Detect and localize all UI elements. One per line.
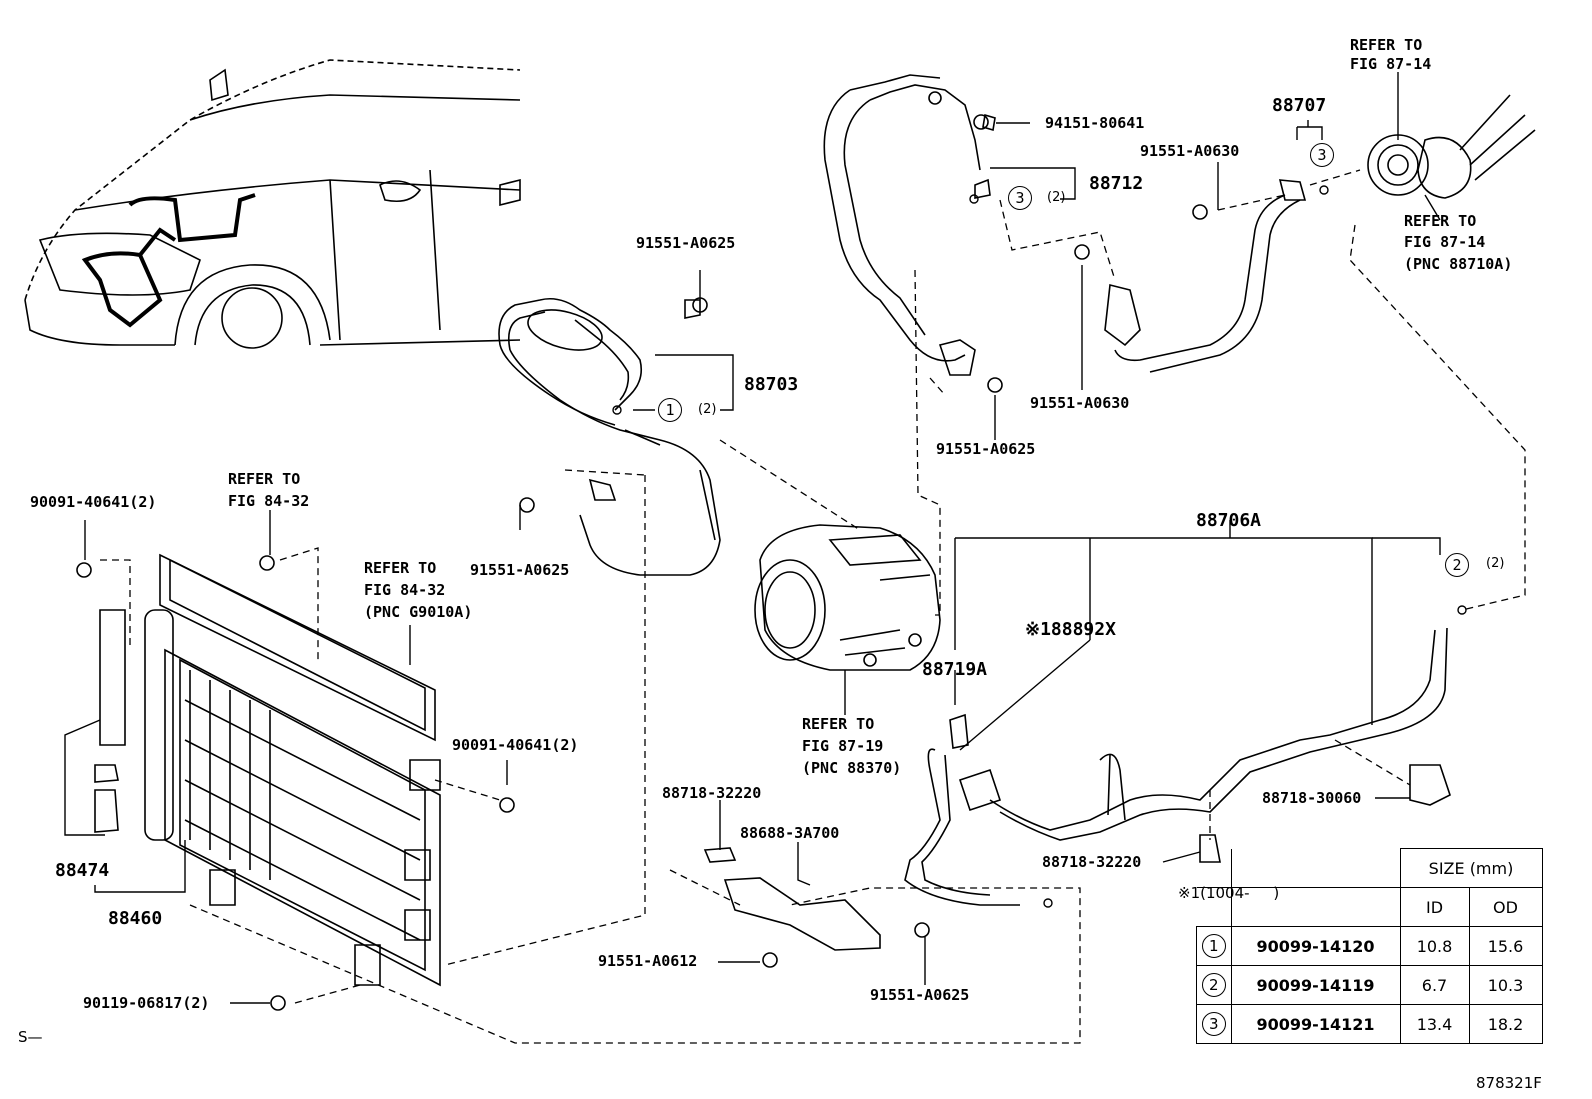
table-row: 1 90099-14120 10.8 15.6 — [1196, 926, 1543, 966]
refer-87-14-right-line1: REFER TO — [1404, 212, 1477, 230]
row-part: 90099-14120 — [1230, 926, 1401, 966]
label-88718-30060: 88718-30060 — [1262, 789, 1362, 807]
ac-compressor — [754, 524, 941, 671]
row-number: 2 — [1201, 973, 1226, 997]
refer-84-32a-line1: REFER TO — [228, 470, 301, 488]
col-od: OD — [1468, 887, 1543, 927]
corner-mark: S— — [18, 1028, 43, 1046]
label-88688-3a700: 88688-3A700 — [740, 824, 840, 842]
row-id: 13.4 — [1399, 1004, 1470, 1044]
row-part: 90099-14121 — [1230, 1004, 1401, 1044]
label-94151-80641: 94151-80641 — [1045, 114, 1145, 132]
ring-number-88707: 3 — [1310, 143, 1334, 167]
label-88719a: 88719A — [922, 659, 988, 680]
table-header-row: SIZE (mm) — [1196, 848, 1543, 888]
suction-hose-88707 — [1104, 94, 1536, 373]
col-id: ID — [1399, 887, 1470, 927]
ring-callout-88707: 3 — [1310, 143, 1334, 167]
row-part: 90099-14119 — [1230, 965, 1401, 1005]
label-88460: 88460 — [108, 908, 163, 929]
leader-lines — [64, 72, 1441, 1004]
condenser-assembly — [94, 553, 441, 987]
refer-87-19-line2: FIG 87-19 — [802, 737, 884, 755]
vehicle-illustration — [24, 59, 521, 349]
row-od: 10.3 — [1468, 965, 1543, 1005]
ring-callout-88703: 1 — [658, 398, 682, 422]
size-header: SIZE (mm) — [1399, 848, 1543, 888]
label-90091-40641-right: 90091-40641(2) — [452, 736, 579, 754]
label-88703: 88703 — [744, 374, 799, 395]
table-subheader-row: ID OD — [1196, 887, 1543, 927]
bracket-88688 — [703, 847, 881, 951]
label-90119-06817: 90119-06817(2) — [83, 994, 210, 1012]
table-row: 2 90099-14119 6.7 10.3 — [1196, 965, 1543, 1005]
label-91551-a0630-mid: 91551-A0630 — [1030, 394, 1130, 412]
refer-84-32b-line3: (PNC G9010A) — [364, 603, 473, 621]
refer-84-32a-line2: FIG 84-32 — [228, 492, 310, 510]
refer-87-14-right-line3: (PNC 88710A) — [1404, 255, 1513, 273]
ring-qty-88706a: (2) — [1486, 556, 1505, 571]
row-number: 3 — [1201, 1012, 1226, 1036]
label-88712: 88712 — [1089, 173, 1144, 194]
ring-callout-88712: 3 — [1008, 186, 1032, 210]
figure-id: 878321F — [1476, 1074, 1542, 1092]
label-91551-a0630-top: 91551-A0630 — [1140, 142, 1240, 160]
ring-qty-88703: (2) — [698, 402, 717, 417]
label-91551-a0625-right: 91551-A0625 — [936, 440, 1036, 458]
table-row: 3 90099-14121 13.4 18.2 — [1196, 1004, 1543, 1044]
label-91551-a0612: 91551-A0612 — [598, 952, 698, 970]
refer-87-14-right-line2: FIG 87-14 — [1404, 233, 1486, 251]
ring-number-88703: 1 — [658, 398, 682, 422]
o-ring-size-table: SIZE (mm) ID OD 1 90099-14120 10.8 15.6 … — [1196, 848, 1543, 1044]
refer-87-14-top-line1: REFER TO — [1350, 36, 1423, 54]
ring-callout-88706a: 2 — [1445, 553, 1469, 577]
guide-lines — [100, 169, 1526, 1044]
row-od: 18.2 — [1468, 1004, 1543, 1044]
o-rings — [612, 185, 1467, 908]
label-91551-a0625-top: 91551-A0625 — [636, 234, 736, 252]
label-88707: 88707 — [1272, 95, 1327, 116]
suction-hose-88712 — [823, 74, 996, 376]
label-91551-a0625-mid: 91551-A0625 — [470, 561, 570, 579]
label-88718-32220-a: 88718-32220 — [662, 784, 762, 802]
fasteners — [76, 114, 1208, 1011]
label-91551-a0625-bottom: 91551-A0625 — [870, 986, 970, 1004]
ring-qty-88712: (2) — [1047, 190, 1066, 205]
refer-87-19-line3: (PNC 88370) — [802, 759, 902, 777]
label-88892x: ※188892X — [1025, 619, 1116, 640]
row-id: 6.7 — [1399, 965, 1470, 1005]
ring-number-88706a: 2 — [1445, 553, 1469, 577]
refer-87-14-top-line2: FIG 87-14 — [1350, 55, 1432, 73]
label-90091-40641-left: 90091-40641(2) — [30, 493, 157, 511]
row-id: 10.8 — [1399, 926, 1470, 966]
refer-84-32b-line2: FIG 84-32 — [364, 581, 446, 599]
label-88706a: 88706A — [1196, 510, 1262, 531]
liquid-tube-88706a — [904, 627, 1451, 906]
discharge-hose-88703 — [498, 297, 721, 576]
row-od: 15.6 — [1468, 926, 1543, 966]
row-number: 1 — [1201, 934, 1226, 958]
refer-87-19-line1: REFER TO — [802, 715, 875, 733]
refer-84-32b-line1: REFER TO — [364, 559, 437, 577]
label-88474: 88474 — [55, 860, 110, 881]
label-88718-32220-b: 88718-32220 — [1042, 853, 1142, 871]
ring-number-88712: 3 — [1008, 186, 1032, 210]
